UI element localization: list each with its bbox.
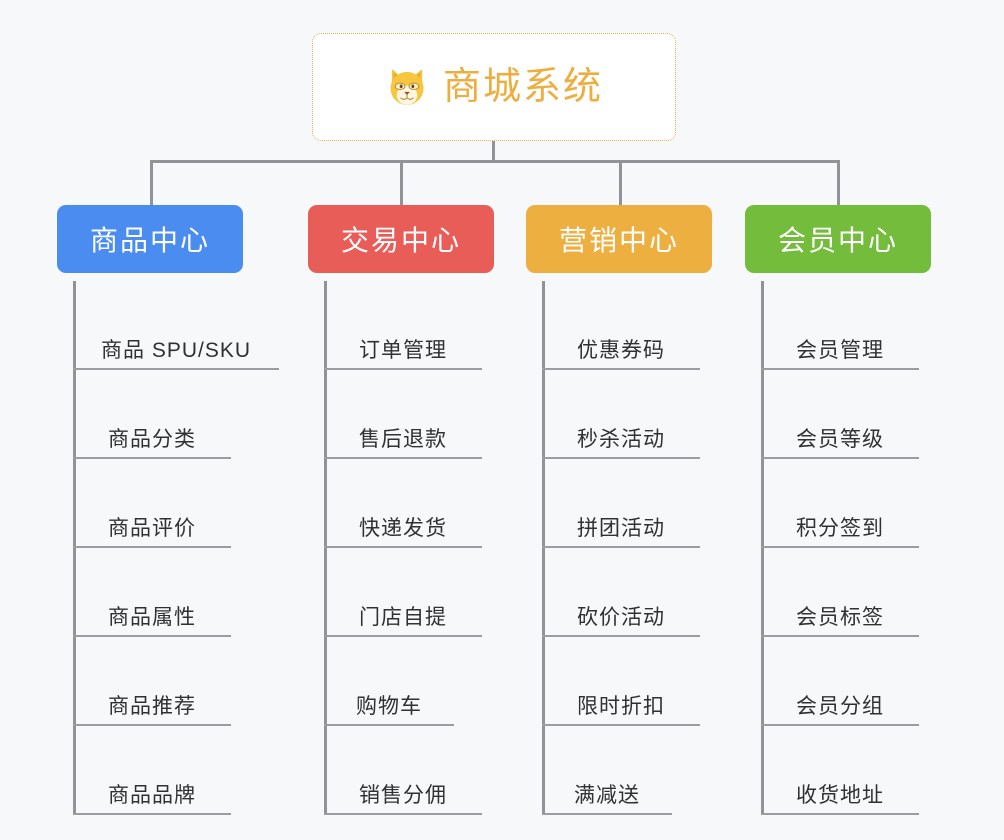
leaf-label: 限时折扣 xyxy=(577,694,665,718)
category-header-2[interactable]: 交易中心 xyxy=(308,205,494,273)
leaf-label: 购物车 xyxy=(356,694,422,718)
leaf-label: 满减送 xyxy=(574,783,640,807)
root-title: 商城系统 xyxy=(442,66,603,108)
connector-drop-4 xyxy=(837,160,840,206)
leaf-item[interactable]: 收货地址 xyxy=(761,726,919,815)
leaf-label: 销售分佣 xyxy=(359,783,447,807)
leaf-label: 商品分类 xyxy=(108,427,196,451)
connector-drop-2 xyxy=(400,160,403,206)
leaf-item[interactable]: 会员分组 xyxy=(761,637,919,726)
shiba-dog-face-icon xyxy=(390,69,424,105)
leaf-item[interactable]: 会员标签 xyxy=(761,548,919,637)
connector-drop-3 xyxy=(619,160,622,206)
root-node[interactable]: 商城系统 xyxy=(312,33,676,141)
leaf-item[interactable]: 售后退款 xyxy=(324,370,482,459)
leaf-item[interactable]: 优惠券码 xyxy=(542,281,700,370)
category-label-2: 交易中心 xyxy=(340,225,461,256)
leaf-item[interactable]: 销售分佣 xyxy=(324,726,482,815)
leaf-item[interactable]: 秒杀活动 xyxy=(542,370,700,459)
leaf-label: 会员等级 xyxy=(796,427,884,451)
leaf-item[interactable]: 商品分类 xyxy=(73,370,231,459)
leaf-label: 会员分组 xyxy=(796,694,884,718)
leaf-label: 快递发货 xyxy=(359,516,447,540)
leaf-item[interactable]: 商品品牌 xyxy=(73,726,231,815)
leaf-label: 积分签到 xyxy=(796,516,884,540)
leaf-item[interactable]: 订单管理 xyxy=(324,281,482,370)
leaf-label: 会员标签 xyxy=(796,605,884,629)
leaf-item[interactable]: 商品推荐 xyxy=(73,637,231,726)
leaf-item[interactable]: 门店自提 xyxy=(324,548,482,637)
connector-horizontal-bus xyxy=(150,160,840,163)
column-rail-4 xyxy=(761,281,764,815)
leaf-item[interactable]: 积分签到 xyxy=(761,459,919,548)
leaf-label: 商品推荐 xyxy=(108,694,196,718)
leaf-item[interactable]: 会员管理 xyxy=(761,281,919,370)
category-label-1: 商品中心 xyxy=(89,225,210,256)
leaf-item[interactable]: 砍价活动 xyxy=(542,548,700,637)
leaf-column-4: 会员管理 会员等级 积分签到 会员标签 会员分组 收货地址 xyxy=(761,281,919,815)
category-label-4: 会员中心 xyxy=(777,225,898,256)
leaf-column-1: 商品 SPU/SKU 商品分类 商品评价 商品属性 商品推荐 商品品牌 xyxy=(73,281,279,815)
leaf-label: 商品评价 xyxy=(108,516,196,540)
leaf-label: 砍价活动 xyxy=(577,605,665,629)
leaf-item[interactable]: 会员等级 xyxy=(761,370,919,459)
column-rail-3 xyxy=(542,281,545,815)
leaf-item[interactable]: 限时折扣 xyxy=(542,637,700,726)
category-header-1[interactable]: 商品中心 xyxy=(57,205,243,273)
leaf-label: 商品 SPU/SKU xyxy=(100,338,252,362)
category-label-3: 营销中心 xyxy=(558,225,679,256)
leaf-item[interactable]: 快递发货 xyxy=(324,459,482,548)
leaf-label: 门店自提 xyxy=(359,605,447,629)
leaf-label: 拼团活动 xyxy=(577,516,665,540)
leaf-label: 优惠券码 xyxy=(577,338,665,362)
leaf-label: 会员管理 xyxy=(796,338,884,362)
category-header-4[interactable]: 会员中心 xyxy=(745,205,931,273)
connector-drop-1 xyxy=(150,160,153,206)
connector-root-stem xyxy=(492,141,495,163)
leaf-label: 商品品牌 xyxy=(108,783,196,807)
leaf-column-3: 优惠券码 秒杀活动 拼团活动 砍价活动 限时折扣 满减送 xyxy=(542,281,700,815)
column-rail-1 xyxy=(73,281,76,815)
leaf-column-2: 订单管理 售后退款 快递发货 门店自提 购物车 销售分佣 xyxy=(324,281,482,815)
leaf-label: 订单管理 xyxy=(359,338,447,362)
column-rail-2 xyxy=(324,281,327,815)
leaf-item[interactable]: 购物车 xyxy=(324,637,454,726)
leaf-item[interactable]: 满减送 xyxy=(542,726,672,815)
category-header-3[interactable]: 营销中心 xyxy=(526,205,712,273)
leaf-label: 秒杀活动 xyxy=(577,427,665,451)
leaf-label: 商品属性 xyxy=(108,605,196,629)
leaf-item[interactable]: 拼团活动 xyxy=(542,459,700,548)
leaf-item[interactable]: 商品 SPU/SKU xyxy=(73,281,279,370)
leaf-item[interactable]: 商品属性 xyxy=(73,548,231,637)
leaf-label: 售后退款 xyxy=(359,427,447,451)
leaf-label: 收货地址 xyxy=(796,783,884,807)
leaf-item[interactable]: 商品评价 xyxy=(73,459,231,548)
